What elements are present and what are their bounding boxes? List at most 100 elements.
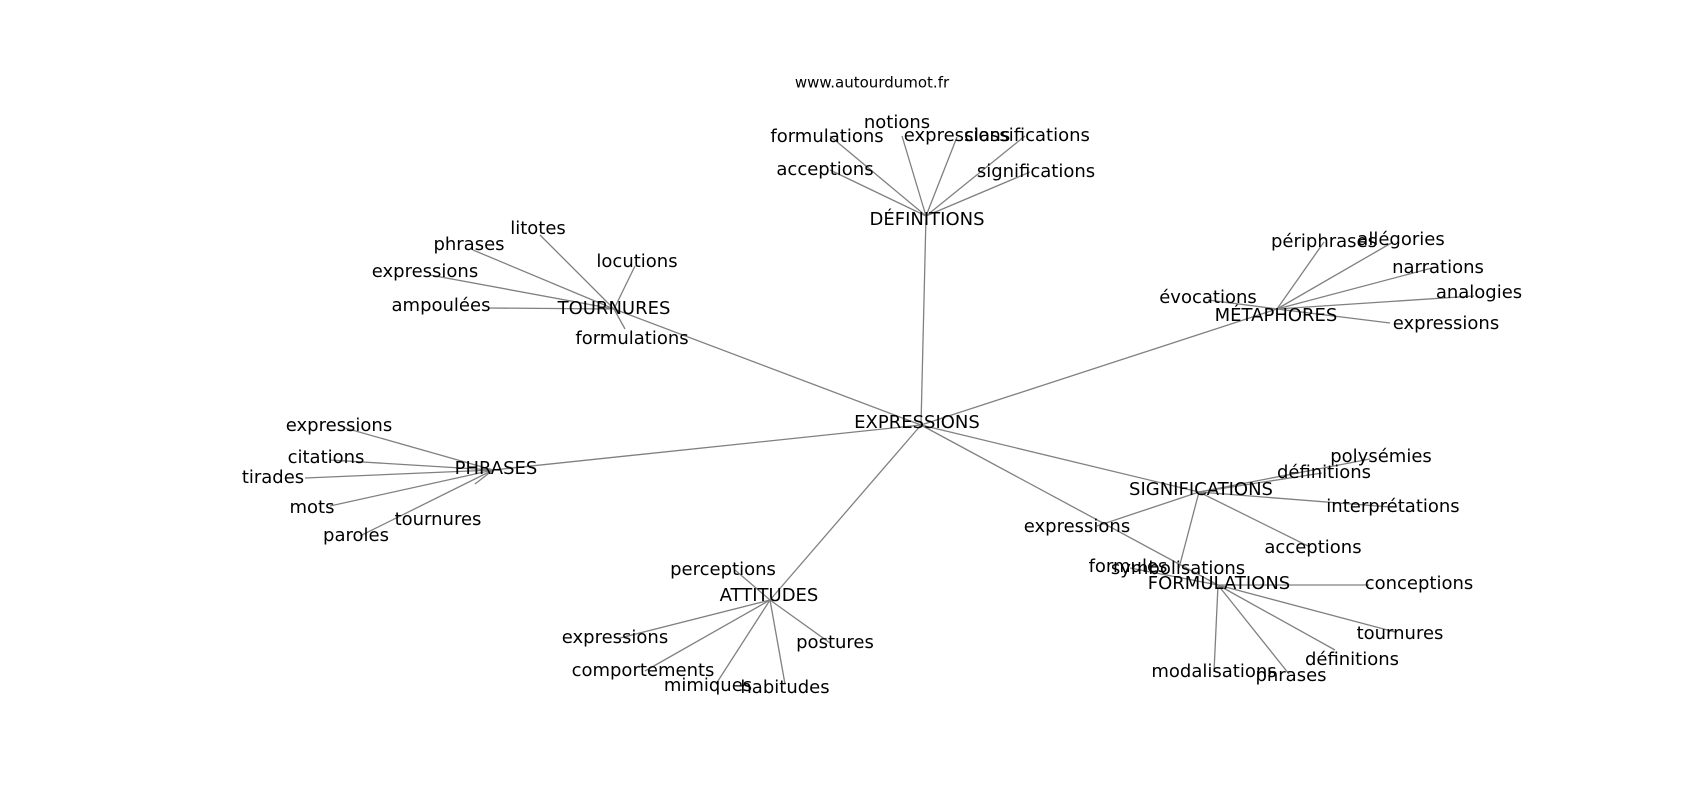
cluster-node-tournures[interactable]: TOURNURES: [557, 298, 671, 319]
cluster-node-definitions[interactable]: DÉFINITIONS: [869, 208, 984, 230]
leaf-node-phrases-4[interactable]: tournures: [395, 509, 482, 530]
leaf-node-metaphores-1[interactable]: allégories: [1357, 229, 1444, 250]
leaf-node-phrases-3[interactable]: mots: [290, 497, 335, 518]
edge-attitudes-to-leaf-1: [619, 599, 771, 639]
leaf-node-formulations-4[interactable]: modalisations: [1151, 661, 1276, 682]
leaf-node-phrases-1[interactable]: citations: [288, 447, 365, 468]
edge-phrases-to-leaf-3: [329, 469, 494, 507]
edge-metaphores-to-leaf-2: [1276, 267, 1433, 310]
leaf-node-formulations-1[interactable]: conceptions: [1365, 573, 1474, 594]
edge-significations-to-leaf-5: [1178, 491, 1200, 569]
leaf-node-attitudes-0[interactable]: perceptions: [670, 559, 776, 580]
leaf-node-attitudes-2[interactable]: postures: [796, 632, 874, 653]
edge-center-to-metaphores: [920, 308, 1278, 426]
leaf-node-formulations-3[interactable]: définitions: [1305, 649, 1399, 670]
source-watermark[interactable]: www.autourdumot.fr: [795, 74, 950, 92]
edge-phrases-to-leaf-1: [329, 459, 494, 471]
leaf-node-tournures-2[interactable]: locutions: [596, 251, 677, 272]
leaf-node-significations-5[interactable]: symbolisations: [1111, 558, 1245, 579]
edge-tournures-to-leaf-3: [429, 274, 615, 310]
edge-tournures-to-leaf-2: [613, 265, 636, 310]
edge-significations-to-leaf-3: [1096, 491, 1200, 527]
leaf-node-significations-0[interactable]: polysémies: [1330, 446, 1432, 467]
edge-center-to-definitions: [920, 215, 927, 426]
edge-metaphores-to-leaf-5: [1276, 308, 1391, 324]
edge-phrases-to-leaf-2: [304, 469, 494, 479]
leaf-node-formulations-2[interactable]: tournures: [1357, 623, 1444, 644]
leaf-node-formulations-5[interactable]: phrases: [1255, 665, 1326, 686]
leaf-node-attitudes-5[interactable]: habitudes: [740, 677, 829, 698]
edge-formulations-to-leaf-5: [1217, 584, 1290, 675]
cluster-node-metaphores[interactable]: MÉTAPHORES: [1215, 304, 1338, 326]
edge-attitudes-to-leaf-0: [734, 569, 771, 601]
edge-phrases-to-leaf-0: [344, 427, 494, 471]
cluster-node-formulations[interactable]: FORMULATIONS: [1148, 573, 1290, 594]
labels-layer: www.autourdumot.fr EXPRESSIONS DÉFINITION…: [242, 74, 1522, 699]
edge-center-to-significations: [920, 424, 1200, 493]
leaf-node-significations-1[interactable]: définitions: [1277, 462, 1371, 483]
edge-phrases-to-leaf-5: [359, 469, 494, 537]
edge-center-to-formulations: [920, 424, 1219, 586]
edge-metaphores-to-leaf-0: [1276, 241, 1325, 310]
edge-tournures-to-leaf-5: [613, 308, 626, 330]
edge-formulations-to-leaf-0: [1129, 567, 1219, 586]
edge-tournures-to-leaf-4: [487, 307, 615, 310]
leaf-node-definitions-4[interactable]: acceptions: [776, 159, 873, 180]
edge-definitions-to-leaf-1: [829, 135, 927, 217]
edge-significations-to-leaf-4: [1198, 491, 1311, 548]
edge-phrases-to-leaf-4: [474, 469, 494, 485]
edge-center-to-tournures: [613, 308, 922, 426]
edge-center-to-attitudes: [769, 424, 922, 601]
edge-definitions-to-leaf-3: [925, 135, 1026, 217]
edge-attitudes-to-leaf-3: [644, 599, 771, 672]
leaf-node-definitions-3[interactable]: classifications: [964, 125, 1090, 146]
edge-metaphores-to-leaf-4: [1207, 299, 1278, 310]
edge-significations-to-leaf-1: [1198, 472, 1323, 493]
leaf-node-phrases-2[interactable]: tirades: [242, 467, 304, 488]
leaf-node-tournures-5[interactable]: formulations: [575, 328, 688, 349]
edge-formulations-to-leaf-2: [1217, 584, 1396, 633]
edges-layer: [304, 135, 1475, 685]
leaf-node-attitudes-4[interactable]: mimiques: [664, 675, 752, 696]
center-node-expressions[interactable]: EXPRESSIONS: [854, 412, 980, 433]
edge-tournures-to-leaf-1: [472, 249, 615, 310]
cluster-node-attitudes[interactable]: ATTITUDES: [720, 585, 819, 606]
edge-definitions-to-leaf-0: [901, 135, 927, 217]
edge-attitudes-to-leaf-5: [769, 599, 786, 685]
leaf-node-tournures-0[interactable]: litotes: [510, 218, 566, 239]
edge-formulations-to-leaf-4: [1213, 584, 1219, 673]
edge-attitudes-to-leaf-4: [715, 599, 771, 685]
leaf-node-formulations-0[interactable]: formules: [1089, 556, 1168, 577]
cluster-node-phrases[interactable]: PHRASES: [455, 458, 538, 479]
edge-metaphores-to-leaf-3: [1276, 295, 1475, 310]
edge-attitudes-to-leaf-2: [769, 599, 831, 644]
leaf-node-tournures-4[interactable]: ampoulées: [392, 295, 491, 316]
edge-significations-to-leaf-0: [1198, 458, 1371, 493]
leaf-node-tournures-3[interactable]: expressions: [372, 261, 478, 282]
edge-definitions-to-leaf-4: [829, 169, 927, 217]
leaf-node-definitions-1[interactable]: formulations: [770, 126, 883, 147]
leaf-node-significations-4[interactable]: acceptions: [1264, 537, 1361, 558]
leaf-node-phrases-5[interactable]: paroles: [323, 525, 389, 546]
leaf-node-metaphores-4[interactable]: évocations: [1159, 287, 1257, 308]
edge-center-to-phrases: [492, 424, 922, 471]
leaf-node-significations-3[interactable]: expressions: [1024, 516, 1130, 537]
leaf-node-definitions-0[interactable]: notions: [864, 112, 930, 133]
edge-formulations-to-leaf-3: [1217, 584, 1336, 651]
leaf-node-metaphores-5[interactable]: expressions: [1393, 313, 1499, 334]
leaf-node-attitudes-1[interactable]: expressions: [562, 627, 668, 648]
edge-metaphores-to-leaf-1: [1276, 241, 1394, 310]
leaf-node-metaphores-3[interactable]: analogies: [1436, 282, 1522, 303]
edge-definitions-to-leaf-5: [925, 171, 1031, 217]
leaf-node-definitions-2[interactable]: expressions: [904, 125, 1010, 146]
leaf-node-metaphores-0[interactable]: périphrases: [1271, 231, 1377, 252]
leaf-node-significations-2[interactable]: interprétations: [1326, 496, 1459, 517]
leaf-node-phrases-0[interactable]: expressions: [286, 415, 392, 436]
leaf-node-attitudes-3[interactable]: comportements: [572, 660, 715, 681]
leaf-node-metaphores-2[interactable]: narrations: [1392, 257, 1484, 278]
leaf-node-tournures-1[interactable]: phrases: [433, 234, 504, 255]
cluster-node-significations[interactable]: SIGNIFICATIONS: [1129, 479, 1273, 500]
edge-tournures-to-leaf-0: [539, 234, 615, 310]
leaf-node-definitions-5[interactable]: significations: [977, 161, 1095, 182]
